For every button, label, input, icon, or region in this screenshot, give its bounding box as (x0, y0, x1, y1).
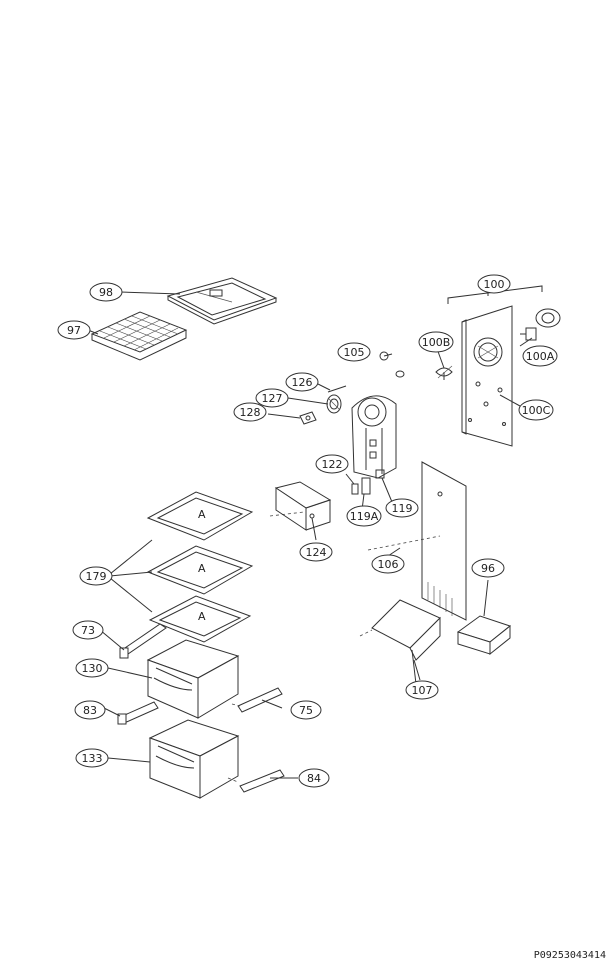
svg-text:130: 130 (82, 662, 103, 675)
svg-text:100A: 100A (526, 350, 555, 363)
callout-100b: 100B (418, 331, 454, 353)
part-126-spring (327, 385, 347, 393)
part-100a-fan-motor (520, 308, 561, 341)
callout-83: 83 (74, 700, 106, 720)
svg-text:83: 83 (83, 704, 97, 717)
callout-98: 98 (89, 282, 123, 302)
svg-text:128: 128 (240, 406, 261, 419)
svg-text:124: 124 (306, 546, 327, 559)
callout-130: 130 (75, 658, 109, 678)
svg-text:106: 106 (378, 558, 399, 571)
svg-text:100B: 100B (422, 336, 451, 349)
callout-97: 97 (57, 320, 91, 340)
part-119-air-duct (351, 395, 397, 479)
callout-106: 106 (371, 554, 405, 574)
callout-100c: 100C (518, 399, 554, 421)
svg-text:122: 122 (322, 458, 343, 471)
part-83-slide-rail (117, 701, 159, 725)
svg-text:179: 179 (86, 570, 107, 583)
diagram-code: P09253043414 (534, 950, 606, 961)
part-127-knob (326, 394, 342, 414)
part-105-grommet (379, 351, 405, 378)
svg-text:97: 97 (67, 324, 81, 337)
callout-75: 75 (290, 700, 322, 720)
callout-124: 124 (299, 542, 333, 562)
callout-133: 133 (75, 748, 109, 768)
callout-122: 122 (315, 454, 349, 474)
svg-text:127: 127 (262, 392, 283, 405)
part-98-shelf-frame (166, 277, 278, 325)
part-84-slide-rail (227, 769, 285, 793)
part-73-slide-rail (119, 623, 167, 659)
part-128-clip (299, 411, 317, 425)
callout-100: 100 (477, 274, 511, 294)
callout-105: 105 (337, 342, 371, 362)
part-106-back-panel (367, 461, 467, 621)
part-96-block (456, 615, 512, 656)
svg-text:119A: 119A (350, 510, 379, 523)
svg-text:96: 96 (481, 562, 495, 575)
svg-text:119: 119 (392, 502, 413, 515)
svg-text:100: 100 (484, 278, 505, 291)
svg-text:126: 126 (292, 376, 313, 389)
part-122-bracket (351, 483, 359, 495)
part-97-ice-tray (90, 311, 188, 361)
callout-84: 84 (298, 768, 330, 788)
part-100b-fan-blade (435, 365, 453, 380)
svg-text:75: 75 (299, 704, 313, 717)
part-119a-grille (361, 477, 371, 495)
callout-107: 107 (405, 680, 439, 700)
part-179-glass-shelves: A A A (146, 491, 254, 643)
callout-128: 128 (233, 402, 267, 422)
svg-text:105: 105 (344, 346, 365, 359)
part-100-assembly (435, 285, 561, 447)
part-130-upper-drawer (146, 639, 240, 719)
callout-179: 179 (79, 566, 113, 586)
svg-text:98: 98 (99, 286, 113, 299)
part-75-slide-rail (231, 687, 283, 713)
callout-100a: 100A (522, 345, 558, 367)
leader-lines (87, 290, 533, 779)
svg-text:73: 73 (81, 624, 95, 637)
callout-127: 127 (255, 388, 289, 408)
part-133-lower-drawer (148, 719, 240, 799)
callout-73: 73 (72, 620, 104, 640)
callout-126: 126 (285, 372, 319, 392)
svg-text:100C: 100C (522, 404, 551, 417)
svg-text:84: 84 (307, 772, 321, 785)
callout-119a: 119A (346, 505, 382, 527)
callout-96: 96 (471, 558, 505, 578)
svg-text:107: 107 (412, 684, 433, 697)
svg-text:133: 133 (82, 752, 103, 765)
callout-119: 119 (385, 498, 419, 518)
part-124-cover (269, 481, 332, 531)
svg-text:A: A (198, 508, 206, 521)
svg-text:A: A (198, 610, 206, 623)
part-107-duct (359, 599, 441, 685)
svg-text:A: A (198, 562, 206, 575)
